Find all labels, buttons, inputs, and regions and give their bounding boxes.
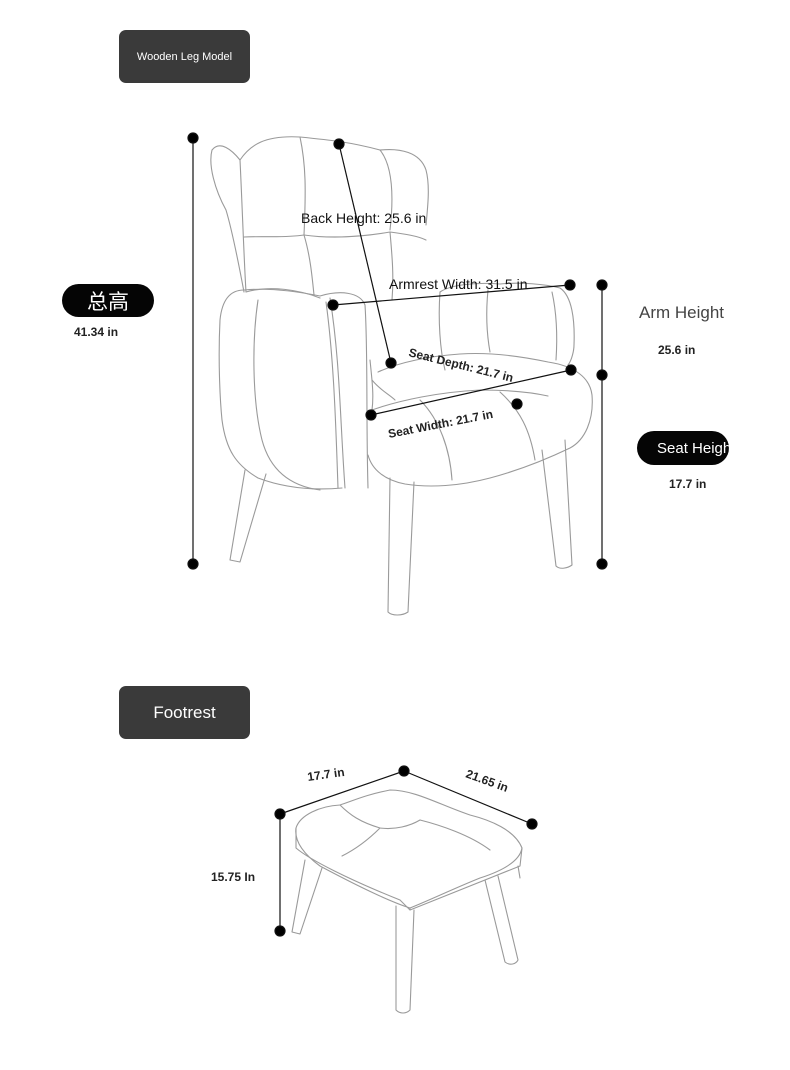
armrest-width-line — [332, 284, 571, 306]
footrest-right-dot — [526, 818, 538, 830]
arm-height-top-dot — [596, 279, 608, 291]
total-height-value: 41.34 in — [74, 325, 119, 339]
footrest-dimension-lines — [274, 765, 538, 937]
footrest-height-label: 15.75 In — [211, 870, 256, 884]
footrest-top-dot — [398, 765, 410, 777]
footrest-width-line — [279, 770, 405, 815]
back-height-line — [338, 143, 392, 364]
chair-drawing — [210, 136, 593, 616]
total-height-badge: 总高 — [62, 284, 154, 317]
footrest-left-dot — [274, 808, 286, 820]
armrest-width-right-dot — [564, 279, 576, 291]
back-height-label: Back Height: 25.6 in — [301, 210, 427, 226]
seat-width-label: Seat Width: 21.7 in — [387, 407, 494, 441]
seat-height-top-dot — [596, 369, 608, 381]
armrest-width-left-dot — [327, 299, 339, 311]
total-height-badge-label: 总高 — [87, 289, 129, 314]
back-height-top-dot — [333, 138, 345, 150]
footrest-bottom-dot — [274, 925, 286, 937]
back-height-bottom-dot — [385, 357, 397, 369]
seat-height-value: 17.7 in — [669, 477, 707, 491]
footrest-drawing — [291, 789, 523, 1014]
total-height-top-dot — [187, 132, 199, 144]
total-height-bottom-dot — [187, 558, 199, 570]
arm-height-bottom-dot — [596, 558, 608, 570]
footrest-tag-label: Footrest — [153, 702, 216, 722]
seat-height-badge: Seat Height — [637, 431, 729, 465]
arm-height-label: Arm Height — [639, 303, 725, 322]
footrest-depth-label: 21.65 in — [464, 767, 510, 795]
chair-dimension-lines — [187, 132, 608, 570]
wooden-leg-model-tag: Wooden Leg Model — [119, 30, 250, 83]
seat-width-right-dot — [565, 364, 577, 376]
footrest-tag: Footrest — [119, 686, 250, 739]
arm-height-value: 25.6 in — [658, 343, 696, 357]
seat-width-line — [370, 369, 572, 416]
wooden-leg-model-label: Wooden Leg Model — [136, 50, 233, 63]
armrest-width-label: Armrest Width: 31.5 in — [389, 276, 528, 292]
seat-depth-label: Seat Depth: 21.7 in — [407, 345, 515, 385]
seat-width-left-dot — [365, 409, 377, 421]
footrest-depth-line — [403, 770, 533, 825]
footrest-width-label: 17.7 in — [306, 765, 345, 784]
seat-depth-dot — [511, 398, 523, 410]
seat-height-badge-label: Seat Height — [657, 439, 729, 457]
